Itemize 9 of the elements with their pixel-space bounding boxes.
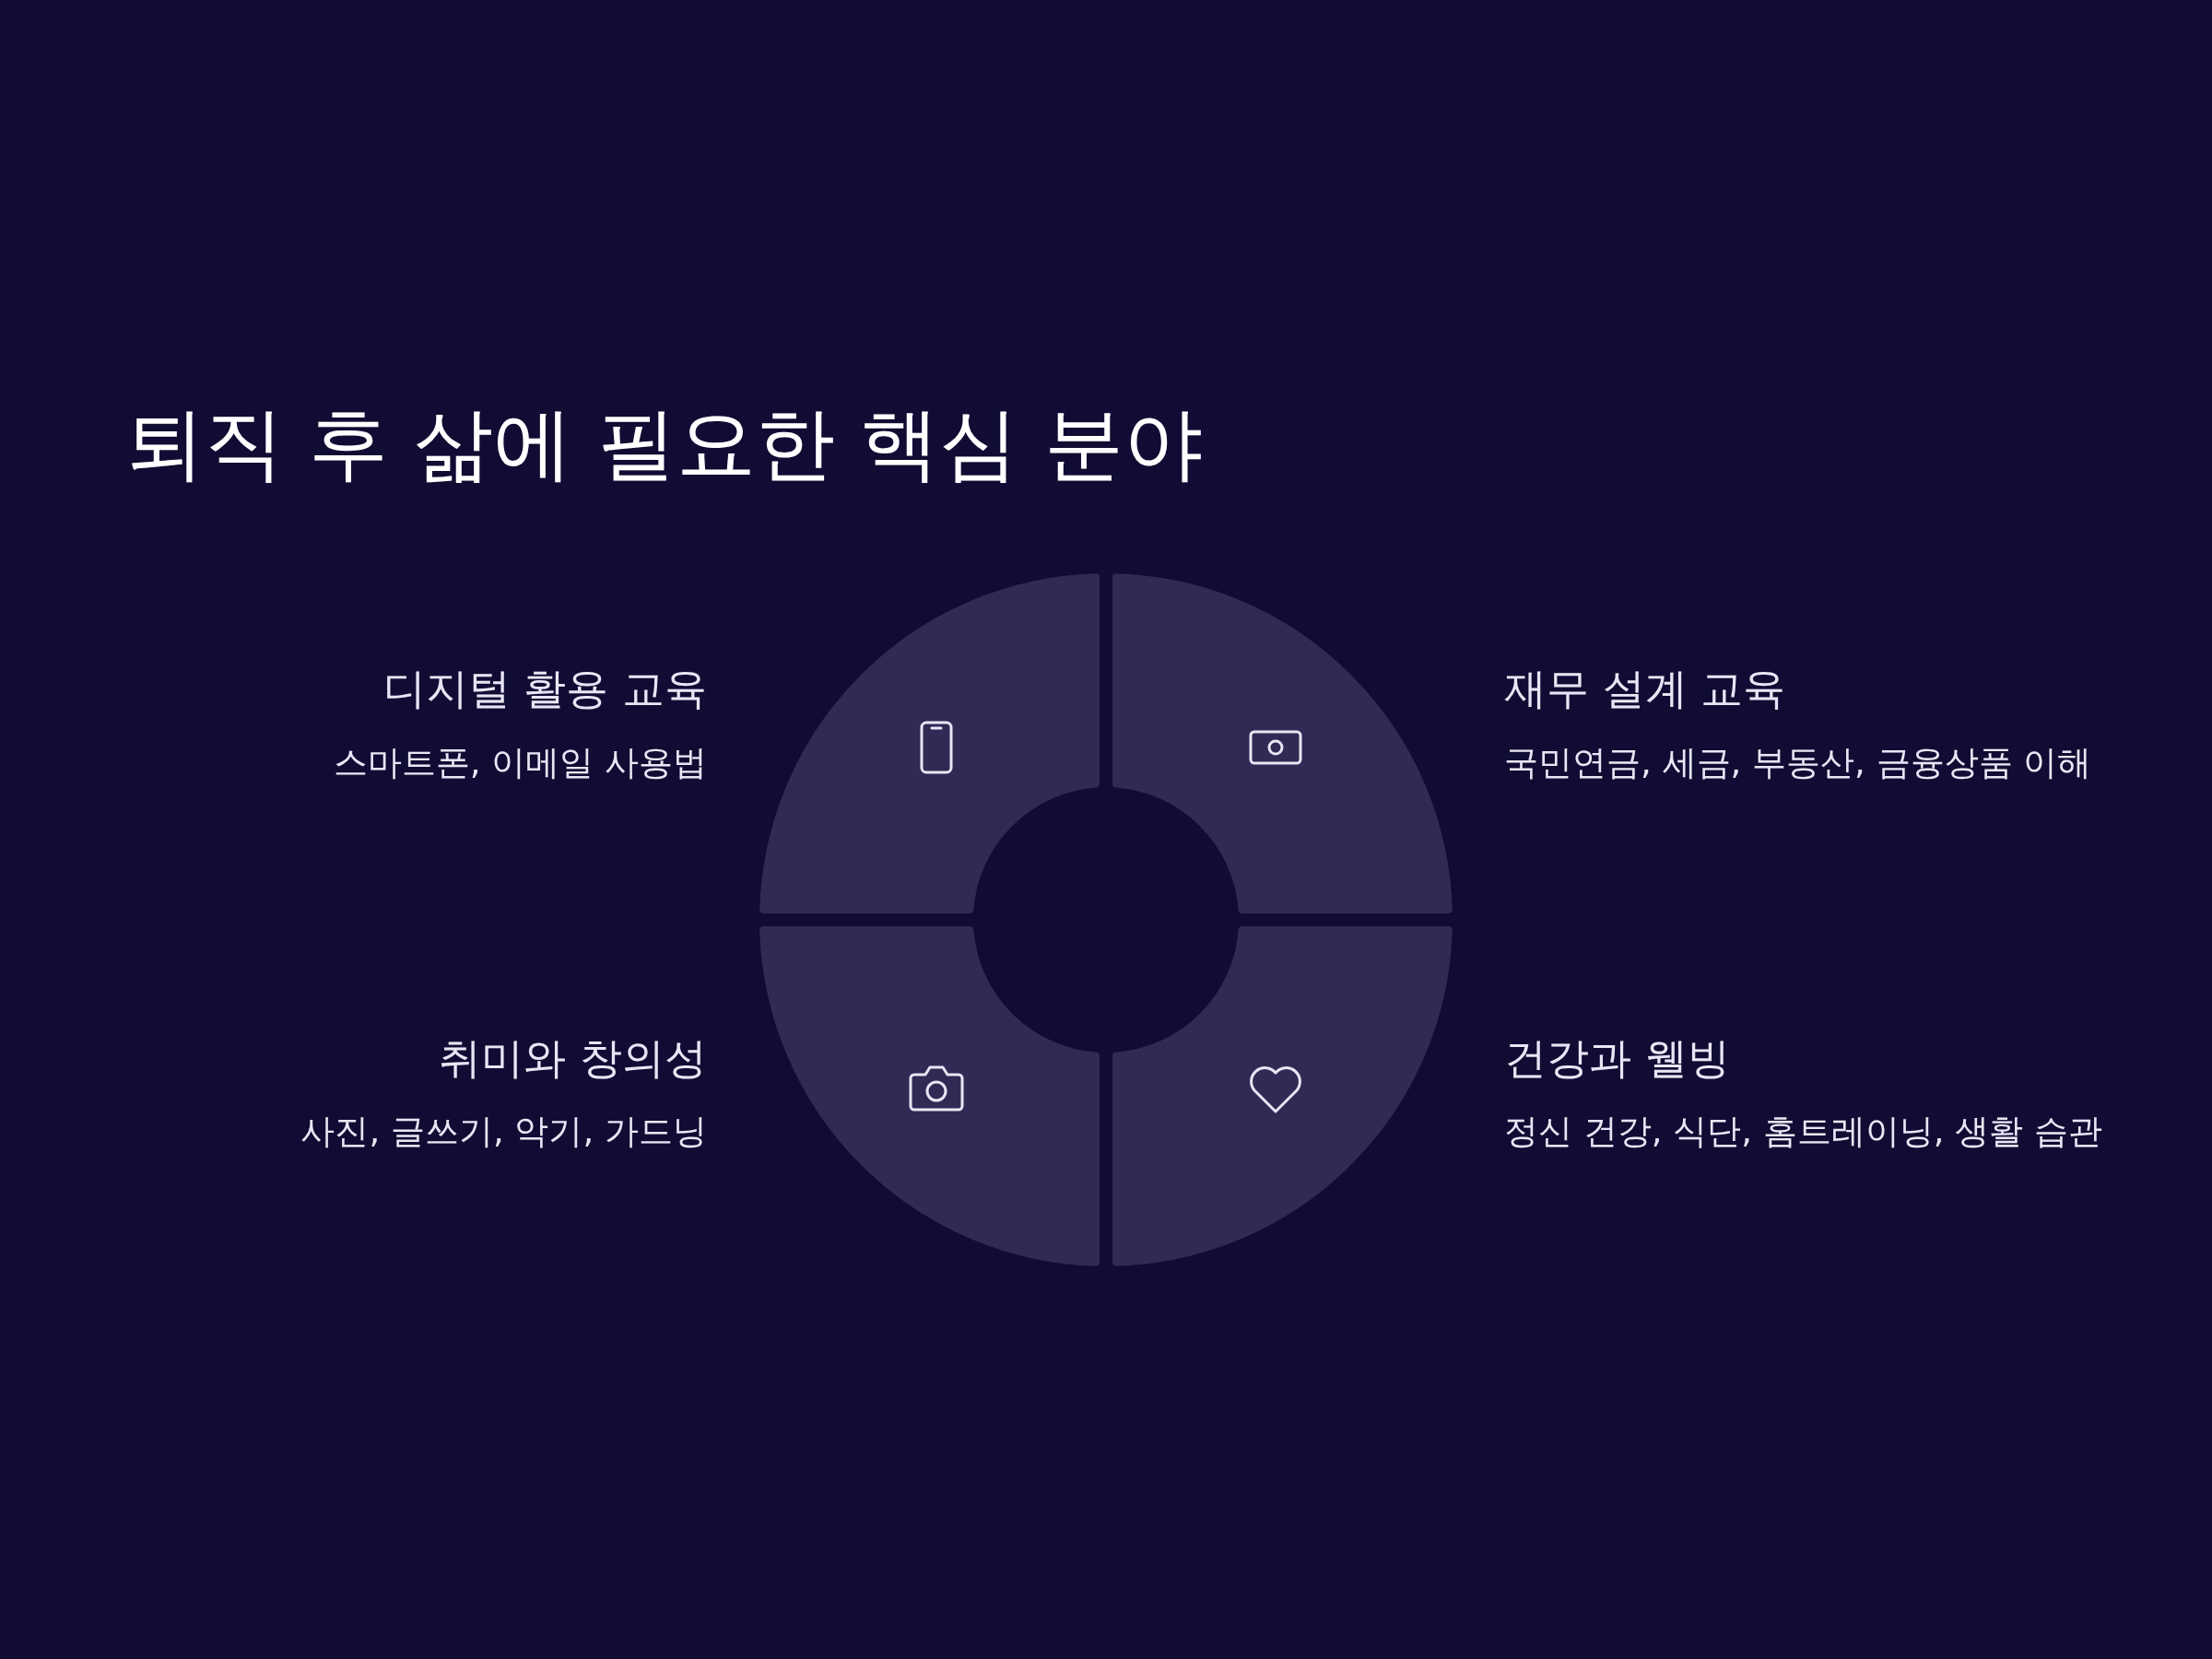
heading: 취미와 창의성 [439, 1033, 707, 1085]
heading: 재무 설계 교육 [1504, 664, 1786, 715]
heading: 디지털 활용 교육 [382, 664, 707, 715]
heading: 건강과 웰빙 [1504, 1033, 1730, 1085]
title: 퇴직 후 삶에 필요한 핵심 분야 [125, 396, 1203, 491]
description: 국민연금, 세금, 부동산, 금융상품 이해 [1504, 743, 2092, 784]
description: 정신 건강, 식단, 홈트레이닝, 생활 습관 [1504, 1112, 2103, 1153]
description: 스마트폰, 이메일 사용법 [333, 743, 707, 784]
description: 사진, 글쓰기, 악기, 가드닝 [300, 1112, 707, 1153]
